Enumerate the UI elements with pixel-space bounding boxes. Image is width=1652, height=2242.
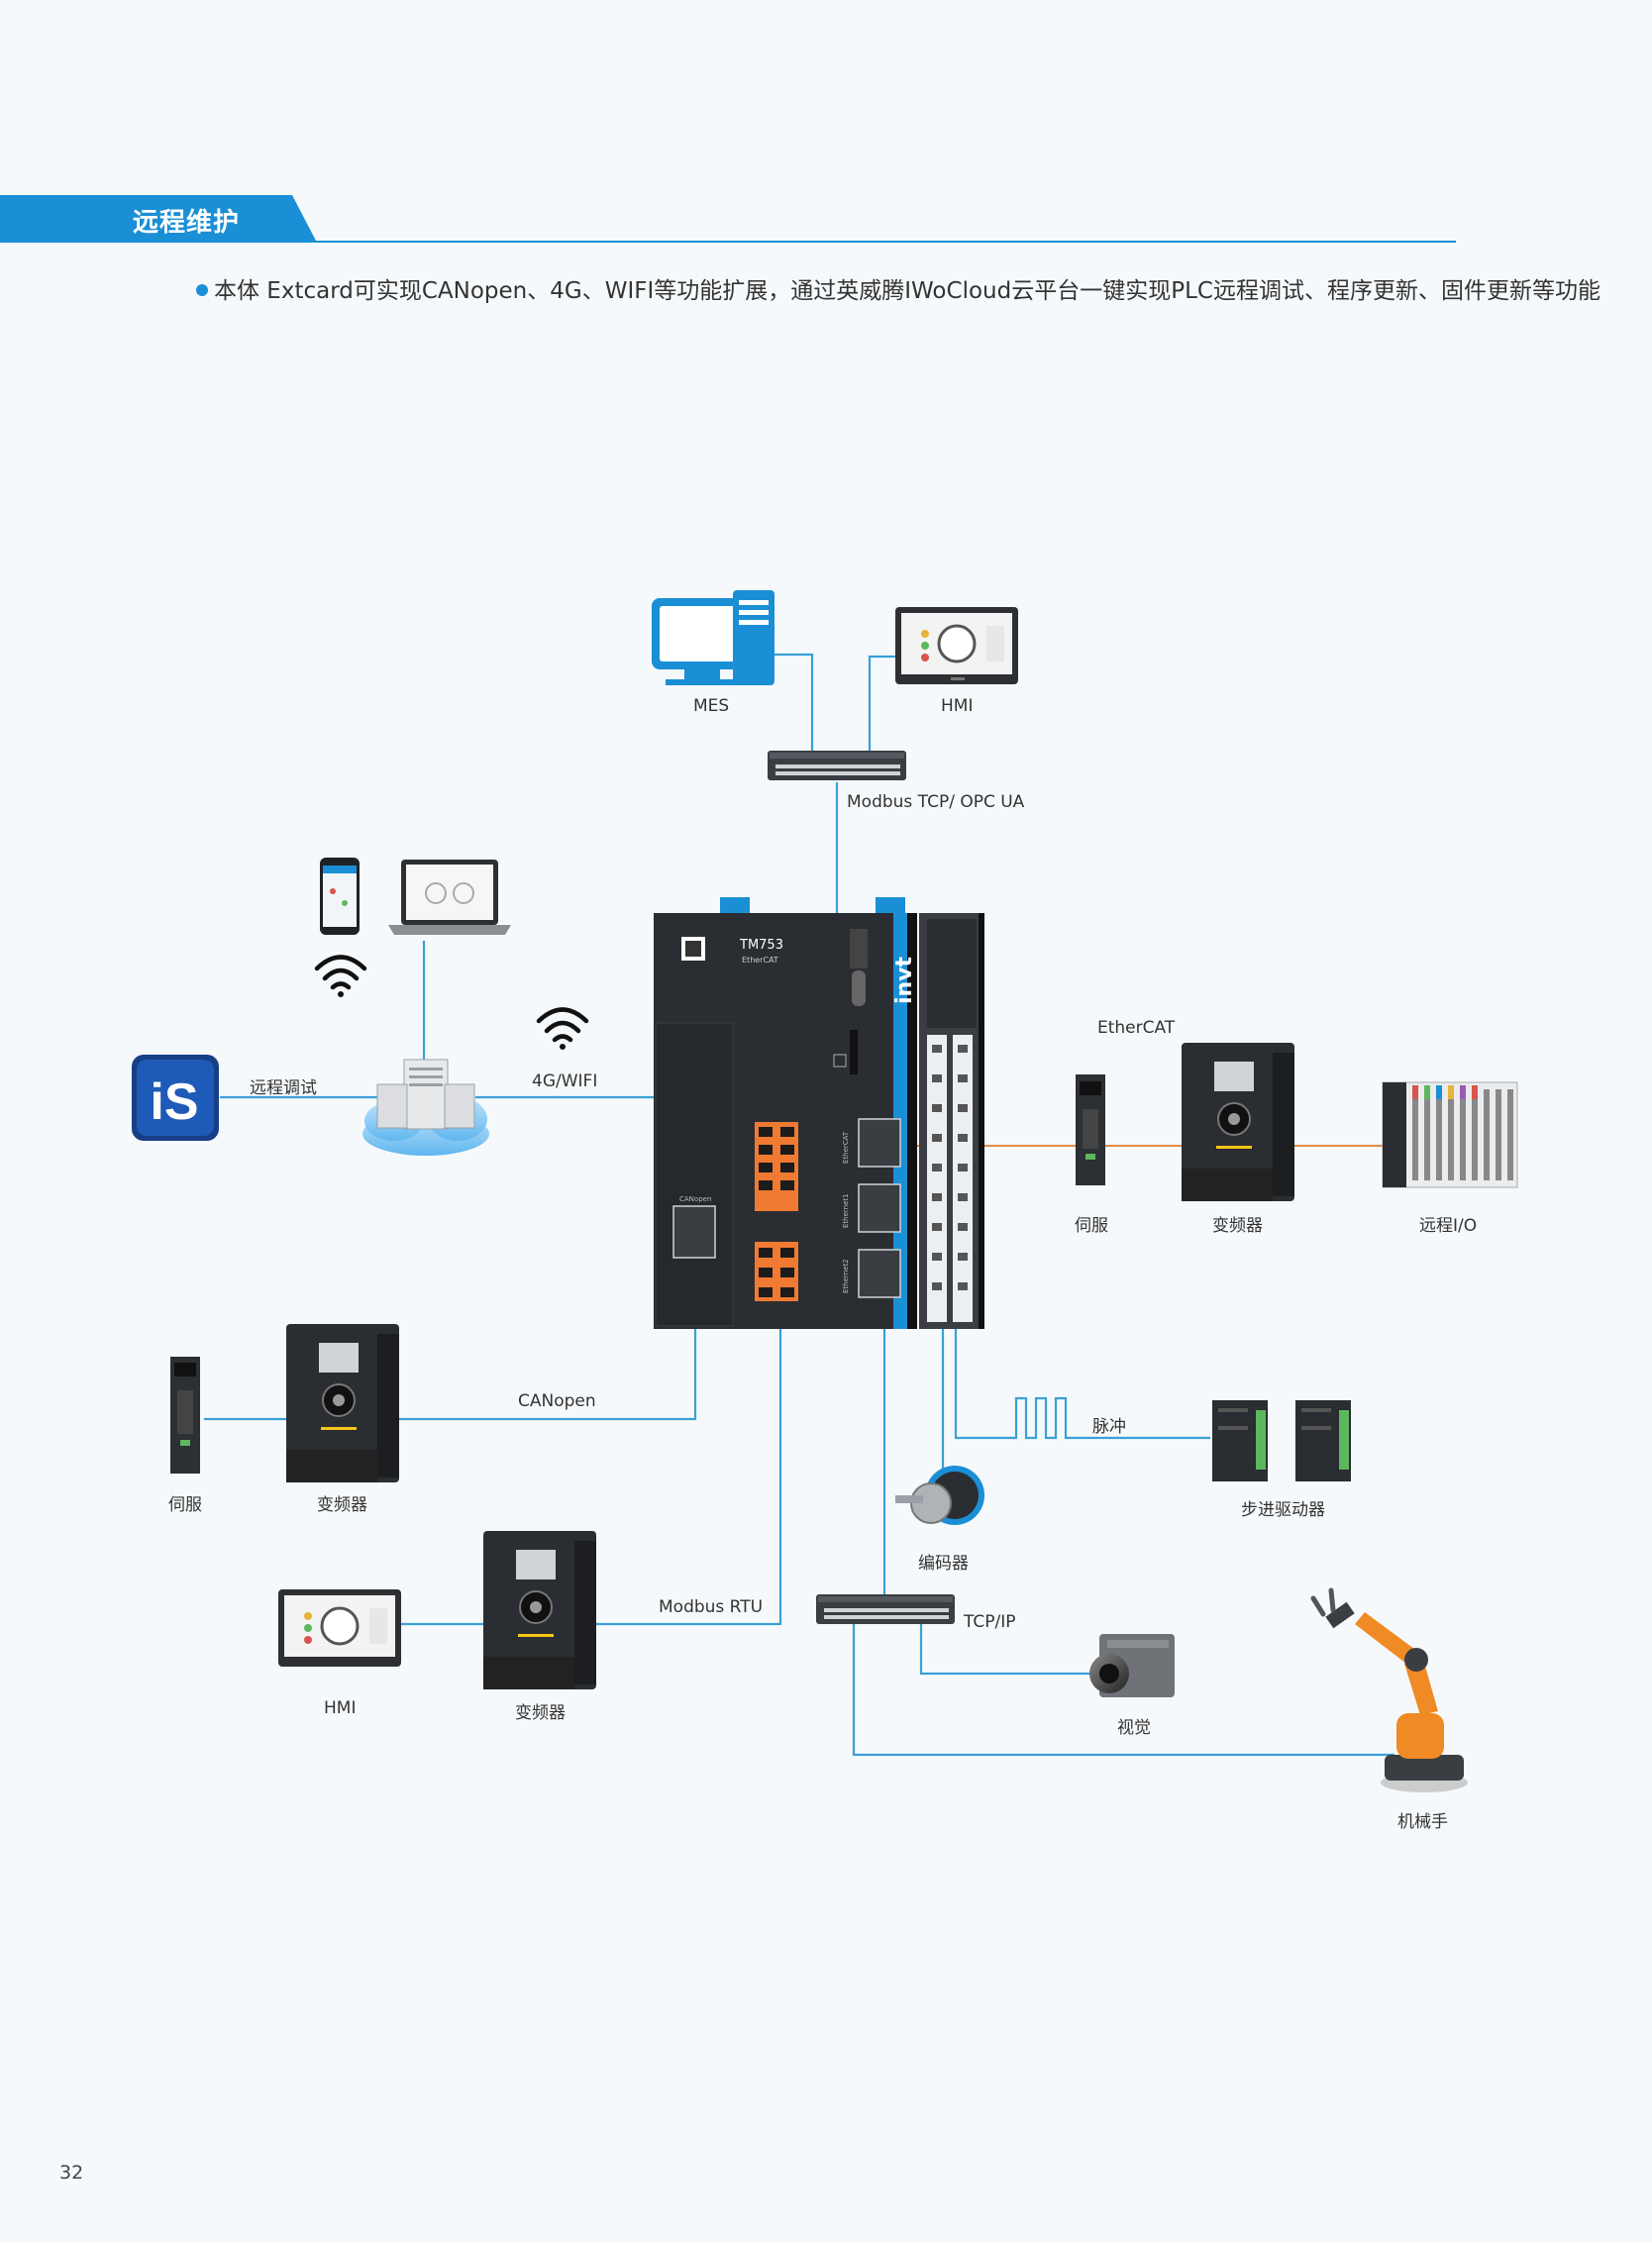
vfd-right [1182,1043,1294,1201]
line-tcp-switch-robot [852,1624,1394,1757]
cloud-server-icon [362,1059,489,1156]
servo-drive-left [170,1357,200,1474]
robot-arm-icon [1310,1587,1468,1792]
label-hmi-top: HMI [941,696,974,716]
plc-brand-text: invt [892,956,917,1004]
plc-port-ethernet1: Ethernet1 [842,1193,850,1228]
label-ethercat: EtherCAT [1097,1018,1176,1038]
label-stepper: 步进驱动器 [1241,1500,1325,1520]
computer-icon [652,590,774,685]
label-vfd-right: 变频器 [1212,1216,1263,1236]
label-servo-right: 伺服 [1075,1216,1108,1236]
bullet-dot-icon [196,283,208,296]
vision-camera-icon [1089,1634,1175,1697]
network-switch-top [768,751,906,780]
label-hmi-bottom: HMI [324,1698,357,1718]
plc-bus-text: EtherCAT [742,956,778,965]
vfd-left [286,1324,399,1482]
line-pulse [954,1322,1210,1440]
smartphone-icon [320,858,360,935]
intro-bullet: 本体 Extcard可实现CANopen、4G、WIFI等功能扩展，通过英威腾I… [196,271,1600,305]
remote-io-module [1382,1081,1518,1188]
label-pulse: 脉冲 [1092,1417,1126,1437]
wifi-icon-4g [536,1007,589,1050]
label-canopen: CANopen [518,1391,596,1411]
is-software-logo [132,1055,219,1141]
plc-controller [654,897,984,1329]
label-robot: 机械手 [1397,1812,1448,1832]
section-title: 远程维护 [133,208,241,238]
section-header-tab [0,195,317,243]
hmi-screen-bottom [278,1589,401,1667]
label-vision: 视觉 [1117,1718,1151,1738]
plc-port-canopen: CANopen [679,1195,711,1203]
intro-text: 本体 Extcard可实现CANopen、4G、WIFI等功能扩展，通过英威腾I… [214,278,1600,304]
vfd-bottom [483,1531,596,1689]
label-remote-debug: 远程调试 [250,1078,317,1098]
network-switch-bottom [816,1594,955,1624]
label-wireless: 4G/WIFI [532,1071,598,1091]
plc-model-text: TM753 [739,938,783,953]
wifi-icon [314,955,367,997]
plc-port-ethercat: EtherCAT [842,1131,850,1164]
header-divider [0,241,1456,243]
label-tcpip: TCP/IP [964,1612,1016,1632]
hmi-screen-top [895,607,1018,684]
is-logo-text: iS [150,1073,198,1131]
label-switch-top: Modbus TCP/ OPC UA [847,792,1025,812]
line-modbus-rtu [594,1213,782,1626]
label-servo-left: 伺服 [168,1495,202,1515]
plc-port-ethernet2: Ethernet2 [842,1259,850,1293]
label-encoder: 编码器 [918,1554,969,1574]
label-vfd-bottom: 变频器 [515,1703,566,1723]
line-mes-switch [774,653,814,753]
stepper-drivers [1212,1400,1351,1481]
section-header: 远程维护 [0,195,1456,245]
label-vfd-left: 变频器 [317,1495,367,1515]
label-mes: MES [693,696,730,716]
line-tcp-switch-vision [919,1624,1089,1676]
label-modbus-rtu: Modbus RTU [659,1597,764,1617]
label-remote-io: 远程I/O [1419,1216,1478,1236]
page-number: 32 [59,2162,84,2184]
laptop-icon [388,860,511,935]
servo-drive-right [1076,1074,1105,1185]
encoder-icon [895,1466,984,1525]
